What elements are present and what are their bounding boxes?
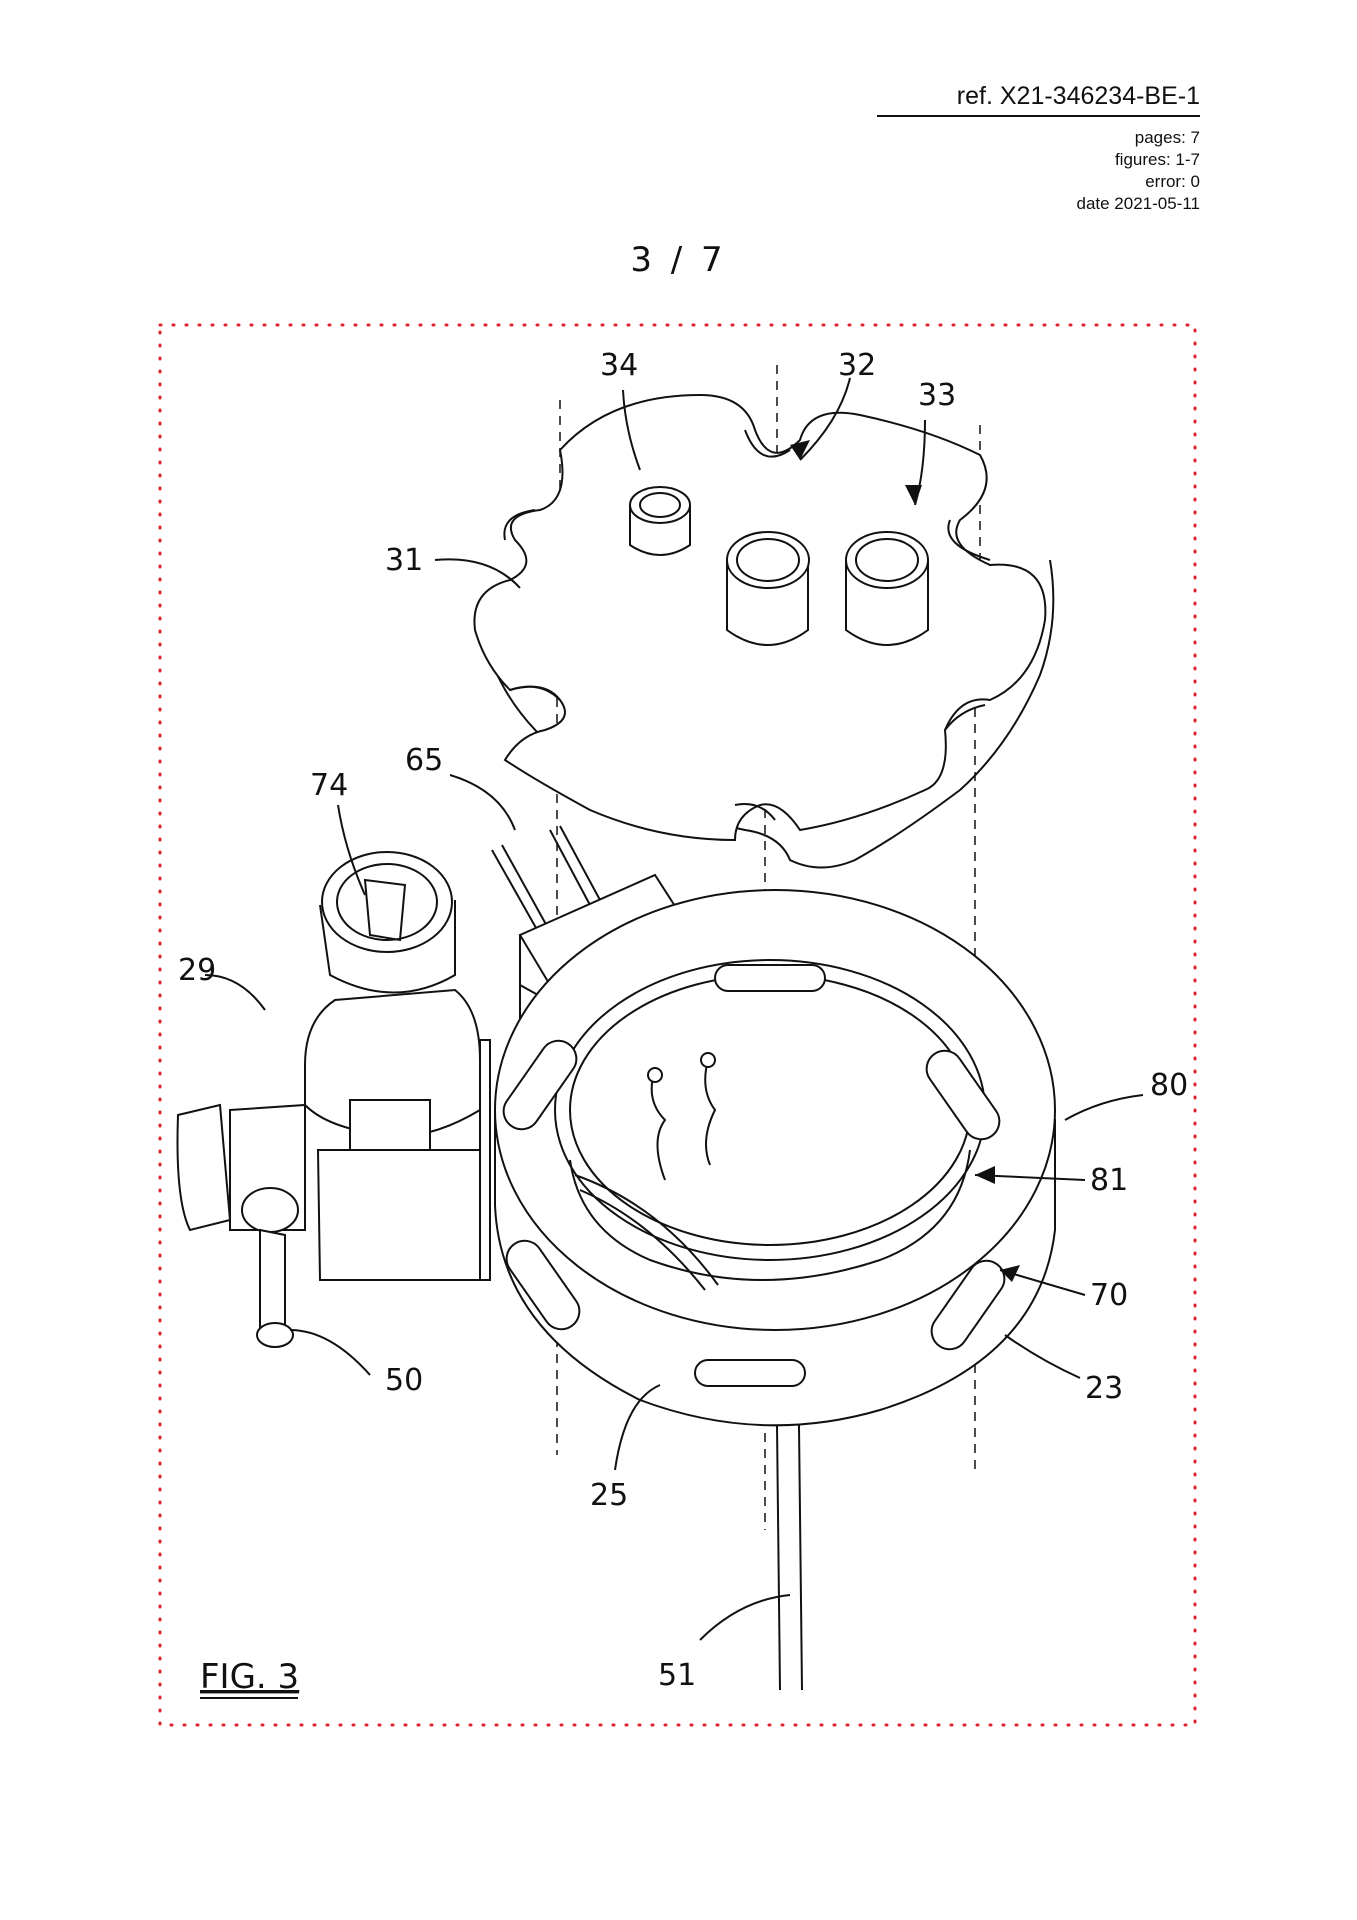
reference-number: ref. X21-346234-BE-1 xyxy=(876,82,1200,117)
page-number: 3 / 7 xyxy=(630,240,727,280)
label-70: 70 xyxy=(1090,1278,1128,1313)
label-80: 80 xyxy=(1150,1068,1188,1103)
figure-caption: FIG. 3 xyxy=(200,1657,299,1697)
label-81: 81 xyxy=(1090,1163,1128,1198)
label-74: 74 xyxy=(310,768,348,803)
label-25: 25 xyxy=(590,1478,628,1513)
error-count: error: 0 xyxy=(1145,172,1200,191)
label-50: 50 xyxy=(385,1363,423,1398)
reference-numerals: 34 32 33 31 65 74 29 80 81 70 23 50 25 5… xyxy=(178,348,1188,1699)
label-31: 31 xyxy=(385,543,423,578)
document-meta: pages: 7 figures: 1-7 error: 0 date 2021… xyxy=(877,127,1200,215)
figure-frame xyxy=(158,323,1197,1727)
label-51: 51 xyxy=(658,1658,696,1693)
cover-plate xyxy=(473,393,1055,869)
label-34: 34 xyxy=(600,348,638,383)
flange-ring xyxy=(494,889,1056,1427)
figures-range: figures: 1-7 xyxy=(1114,150,1200,169)
label-32: 32 xyxy=(838,348,876,383)
document-header: ref. X21-346234-BE-1 pages: 7 figures: 1… xyxy=(876,82,1200,215)
connector-assembly xyxy=(176,851,491,1348)
label-29: 29 xyxy=(178,953,216,988)
pages-count: pages: 7 xyxy=(1134,128,1200,147)
leader-lines xyxy=(204,377,1144,1641)
label-23: 23 xyxy=(1085,1371,1123,1406)
label-65: 65 xyxy=(405,743,443,778)
document-date: date 2021-05-11 xyxy=(1076,194,1200,213)
label-33: 33 xyxy=(918,378,956,413)
